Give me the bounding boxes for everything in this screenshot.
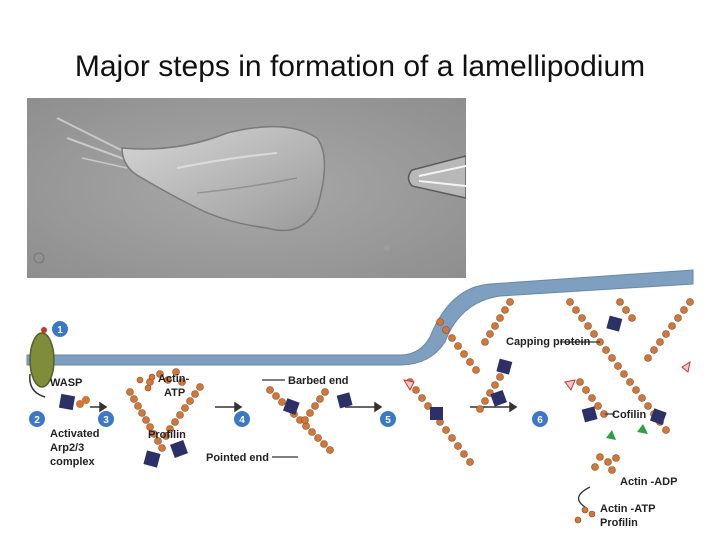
actin-branch-stage5 (407, 299, 514, 466)
label-actin-adp: Actin -ADP (620, 476, 677, 488)
label-barbed-end: Barbed end (288, 375, 349, 387)
label-complex: complex (50, 456, 96, 468)
label-cofilin: Cofilin (612, 409, 646, 421)
slide-title: Major steps in formation of a lamellipod… (0, 50, 720, 84)
label-capping-protein: Capping protein (506, 336, 591, 348)
step-number: 1 (57, 325, 63, 336)
step-number: 2 (34, 415, 40, 426)
step-badge-2: 2 (29, 411, 45, 427)
step-number: 4 (239, 415, 245, 426)
label-wasp: WASP (50, 377, 82, 389)
step-badge-4: 4 (234, 411, 250, 427)
step-number: 5 (385, 415, 391, 426)
step-badge-3: 3 (98, 411, 114, 427)
arp23-complex (59, 394, 90, 410)
label-activated: Activated (50, 428, 100, 440)
label-arp23: Arp2/3 (50, 442, 84, 454)
label-actin-atp: Actin -ATP (600, 503, 655, 515)
label-profilin: Profilin (148, 429, 186, 441)
step-badge-1: 1 (52, 321, 68, 337)
lamellipodium-diagram: 1 2 3 4 5 6 (0, 262, 720, 540)
label-profilin-bottom: Profilin (600, 517, 638, 529)
step-number: 3 (103, 415, 109, 426)
step-badge-5: 5 (380, 411, 396, 427)
label-atp: ATP (164, 387, 185, 399)
cell-micrograph (27, 98, 466, 278)
step-number: 6 (537, 415, 543, 426)
actin-branch-stage4 (267, 387, 334, 454)
step-badge-6: 6 (532, 411, 548, 427)
label-pointed-end: Pointed end (206, 452, 269, 464)
plasma-membrane (27, 270, 693, 365)
label-actin: Actin- (158, 373, 190, 385)
